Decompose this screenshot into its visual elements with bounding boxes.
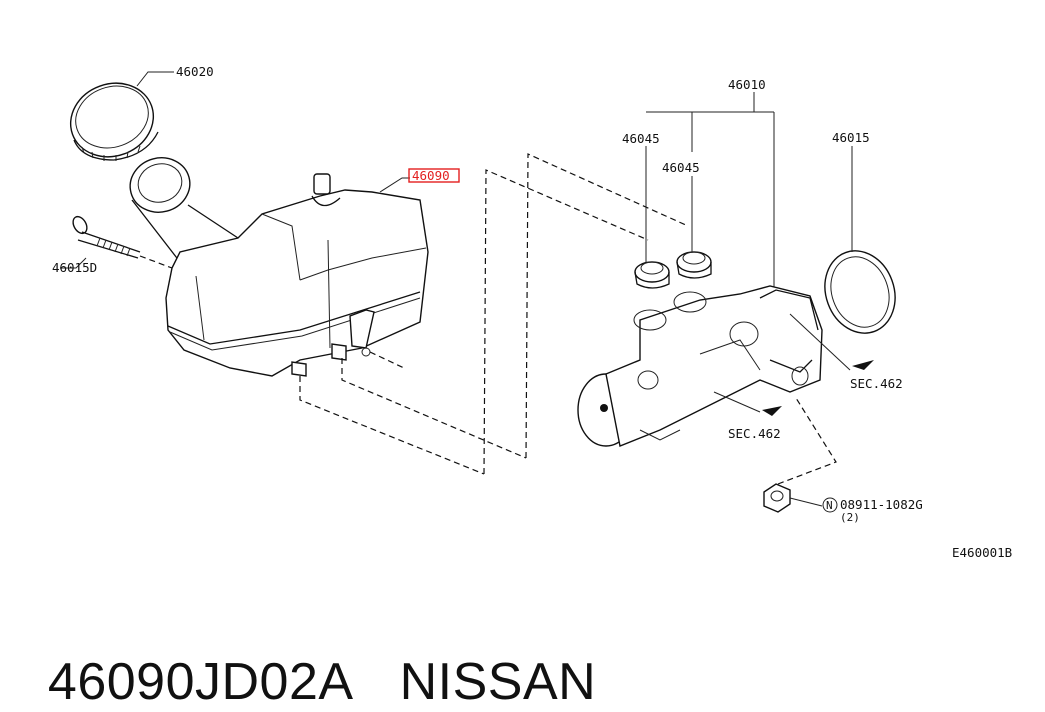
footer-caption: 46090JD02A NISSAN: [18, 592, 596, 712]
part-number: 46090JD02A: [47, 653, 354, 711]
reservoir-guide-lines: [299, 153, 689, 475]
reservoir-cap: [69, 82, 159, 161]
o-ring: [824, 250, 896, 334]
parts-diagram: 46020 46015D 46090 46010 46045 46045 460…: [52, 64, 1012, 560]
reservoir-callout-highlight: [408, 168, 460, 183]
callout-46010: 46010: [728, 77, 766, 92]
grommets: [634, 251, 712, 289]
callout-46015d: 46015D: [52, 260, 97, 275]
master-cylinder: [577, 285, 823, 447]
hex-nut: [763, 483, 791, 513]
callout-46045-second: 46045: [662, 160, 700, 175]
callout-sec-462-right: SEC.462: [850, 376, 903, 391]
callout-nut-qty: (2): [840, 511, 860, 524]
callout-46090: 46090: [412, 168, 450, 183]
callout-sec-462-left: SEC.462: [728, 426, 781, 441]
diagram-code: E460001B: [952, 545, 1012, 560]
brand-name: NISSAN: [399, 653, 597, 711]
bolt: [72, 215, 173, 269]
nut-marker-letter: N: [826, 499, 833, 512]
callout-46015: 46015: [832, 130, 870, 145]
callout-nut-part: 08911-1082G: [840, 497, 923, 512]
sec-arrows: [713, 313, 874, 416]
nut-marker-circle: [822, 497, 838, 513]
reservoir-tank: [165, 173, 429, 377]
callout-46020: 46020: [176, 64, 214, 79]
filler-neck: [129, 157, 239, 263]
callout-46045-first: 46045: [622, 131, 660, 146]
